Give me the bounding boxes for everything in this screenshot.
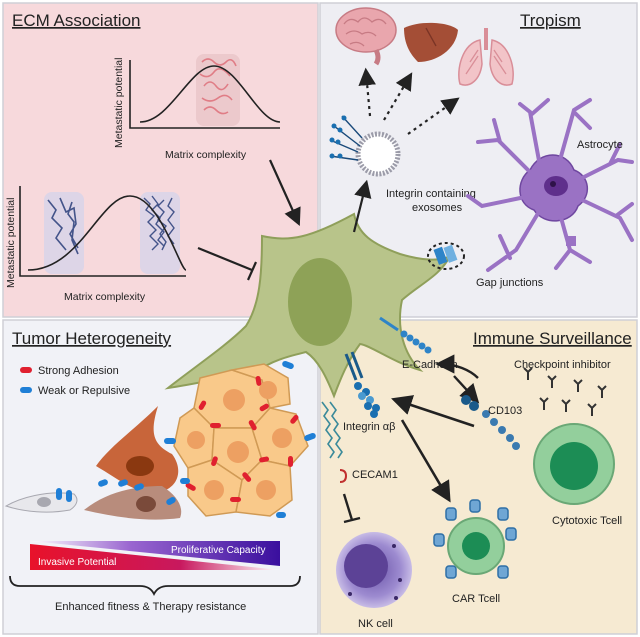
astrocyte-icon	[466, 98, 634, 272]
gap-junctions-label: Gap junctions	[476, 277, 544, 289]
plot2-ylabel: Metastatic potential	[5, 198, 17, 288]
bar-top-label: Proliferative Capacity	[171, 545, 265, 556]
ecm-promote-arrow	[268, 159, 301, 227]
cecam1-icon	[321, 401, 348, 483]
plot1-xlabel: Matrix complexity	[165, 149, 247, 161]
antibody-icons	[523, 367, 607, 416]
legend-weak: Weak or Repulsive	[38, 385, 130, 397]
brain-icon	[335, 7, 397, 66]
integrin-receptor-icon	[344, 351, 380, 418]
strong-adhesion-swatch	[20, 367, 32, 373]
e-cadherin-icon	[379, 316, 432, 354]
exosome-arrow	[352, 179, 372, 233]
car-arrow	[400, 419, 451, 503]
cytotoxic-tcell	[533, 423, 615, 505]
nk-inhibit-arrow	[342, 493, 354, 521]
plot1-ylabel: Metastatic potential	[113, 58, 125, 148]
legend-strong: Strong Adhesion	[38, 365, 119, 377]
mesenchymal-cell-brown	[84, 486, 182, 520]
astrocyte-label: Astrocyte	[577, 139, 623, 151]
checkpoint-arrow	[435, 354, 479, 379]
ecm-inhibit-arrow	[197, 246, 253, 272]
immune-title: Immune Surveillance	[473, 329, 632, 348]
exosome-label-1: Integrin containing	[386, 188, 476, 200]
to-liver-arrow	[383, 72, 413, 121]
car-tcell	[433, 499, 517, 579]
mesenchymal-cell-orange	[96, 406, 179, 493]
lungs-icon	[458, 28, 514, 86]
integrin-arrow	[391, 395, 475, 428]
brace	[9, 575, 301, 597]
car-label: CAR Tcell	[452, 593, 500, 605]
tumor-nucleus	[288, 258, 352, 346]
gap-junction-icon	[427, 242, 465, 270]
checkpoint-label: Checkpoint inhibitor	[514, 359, 611, 371]
epithelial-cluster	[56, 360, 316, 518]
bar-bottom-label: Invasive Potential	[38, 557, 116, 568]
to-lung-arrow	[407, 97, 460, 135]
nk-label: NK cell	[358, 618, 393, 630]
cd103-icon	[461, 395, 520, 450]
cd103-label: CD103	[488, 405, 522, 417]
exosome-icon	[329, 115, 401, 177]
integrin-label: Integrin αβ	[343, 421, 395, 433]
nk-inhibit-bar	[343, 516, 361, 524]
ecm-inhibit-bar	[246, 261, 258, 281]
tropism-title: Tropism	[520, 11, 581, 30]
gradient-bar: Proliferative Capacity Invasive Potentia…	[30, 541, 280, 570]
ecm-plot-2: Matrix complexity Metastatic potential	[5, 186, 187, 303]
ecm-title: ECM Association	[12, 11, 141, 30]
heterogeneity-title: Tumor Heterogeneity	[12, 329, 172, 348]
loose-matrix-icon	[44, 192, 84, 274]
footer-text: Enhanced fitness & Therapy resistance	[55, 601, 246, 613]
liver-icon	[404, 22, 458, 62]
cytotoxic-label: Cytotoxic Tcell	[552, 515, 622, 527]
plot2-xlabel: Matrix complexity	[64, 291, 146, 303]
weak-adhesion-swatch	[20, 387, 32, 393]
exosome-label-2: exosomes	[412, 202, 463, 214]
to-brain-arrow	[358, 67, 376, 117]
cecam1-label: CECAM1	[352, 469, 398, 481]
ecm-plot-1: Matrix complexity Metastatic potential	[113, 54, 281, 161]
nk-cell	[336, 532, 412, 608]
e-cadherin-arrow	[453, 375, 480, 404]
